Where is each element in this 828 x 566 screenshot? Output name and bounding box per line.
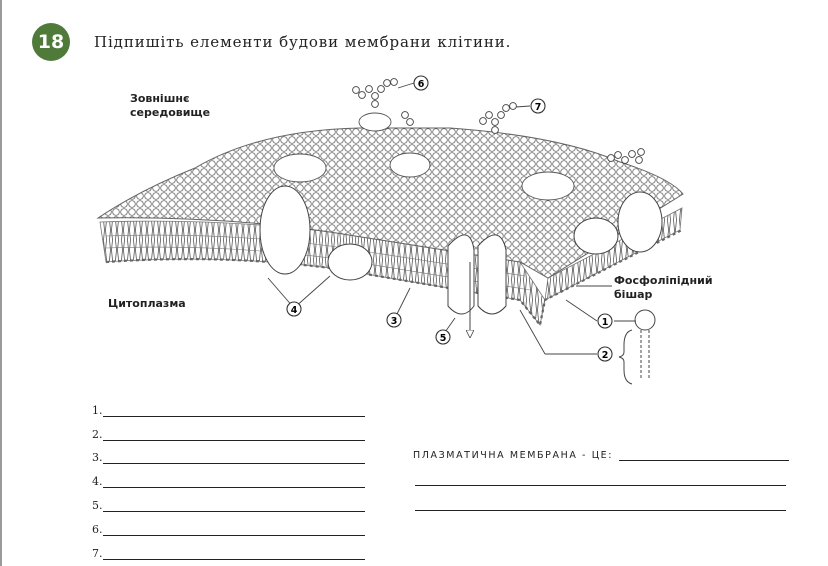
svg-text:5: 5: [440, 333, 447, 344]
definition-blank[interactable]: [619, 446, 789, 461]
answer-blank[interactable]: [103, 521, 365, 536]
glycocalyx-chains: [352, 78, 645, 164]
answer-row-5: 5.: [92, 488, 365, 512]
answer-list: 1. 2. 3. 4. 5. 6. 7.: [92, 393, 365, 560]
answer-number: 3.: [92, 451, 103, 465]
bracket: [618, 329, 633, 385]
definition-line-2[interactable]: [415, 461, 786, 486]
definition-line-3[interactable]: [415, 486, 786, 511]
label-outside: Зовнішнє середовище: [130, 92, 211, 119]
answer-number: 5.: [92, 498, 103, 512]
answer-row-4: 4.: [92, 464, 365, 489]
marker-2: 2: [597, 346, 613, 362]
svg-text:2: 2: [602, 350, 609, 361]
marker-1: 1: [597, 313, 613, 329]
svg-text:4: 4: [291, 305, 298, 316]
answer-row-6: 6.: [92, 512, 365, 536]
answer-blank[interactable]: [103, 497, 365, 512]
task-title: Підпишіть елементи будови мембрани кліти…: [94, 33, 512, 51]
svg-text:6: 6: [418, 79, 425, 90]
answer-row-3: 3.: [92, 441, 365, 465]
single-phospholipid: [634, 309, 656, 380]
definition-prompt: ПЛАЗМАТИЧНА МЕМБРАНА - ЦЕ:: [413, 450, 614, 461]
answer-number: 6.: [92, 522, 103, 536]
answer-blank[interactable]: [103, 545, 365, 560]
marker-3: 3: [386, 312, 402, 328]
svg-text:7: 7: [535, 102, 542, 113]
marker-4: 4: [286, 301, 302, 317]
answer-number: 2.: [92, 427, 103, 441]
answer-blank[interactable]: [103, 449, 365, 465]
protein-4b: [327, 243, 373, 281]
marker-5: 5: [435, 329, 451, 345]
task-number-badge: 18: [32, 23, 70, 61]
leader-lines: [267, 82, 636, 355]
channel-protein: [447, 234, 507, 334]
answer-blank[interactable]: [103, 473, 365, 489]
answer-number: 4.: [92, 475, 103, 489]
answer-blank[interactable]: [103, 426, 365, 441]
answer-blank[interactable]: [103, 402, 365, 417]
answer-number: 1.: [92, 403, 103, 417]
page-edge: [0, 0, 2, 566]
protein-4a: [259, 185, 311, 275]
svg-text:1: 1: [602, 317, 609, 328]
definition-block: ПЛАЗМАТИЧНА МЕМБРАНА - ЦЕ:: [413, 444, 789, 511]
answer-row-7: 7.: [92, 536, 365, 560]
svg-text:3: 3: [391, 316, 398, 327]
marker-7: 7: [530, 98, 546, 114]
label-cytoplasm: Цитоплазма: [108, 297, 186, 310]
surface-pits: [273, 112, 575, 201]
label-bilayer: Фосфоліпідний бішар: [614, 274, 713, 301]
protein-right: [573, 191, 663, 255]
answer-row-1: 1.: [92, 393, 365, 417]
marker-6: 6: [413, 75, 429, 91]
answer-row-2: 2.: [92, 417, 365, 441]
answer-number: 7.: [92, 546, 103, 560]
